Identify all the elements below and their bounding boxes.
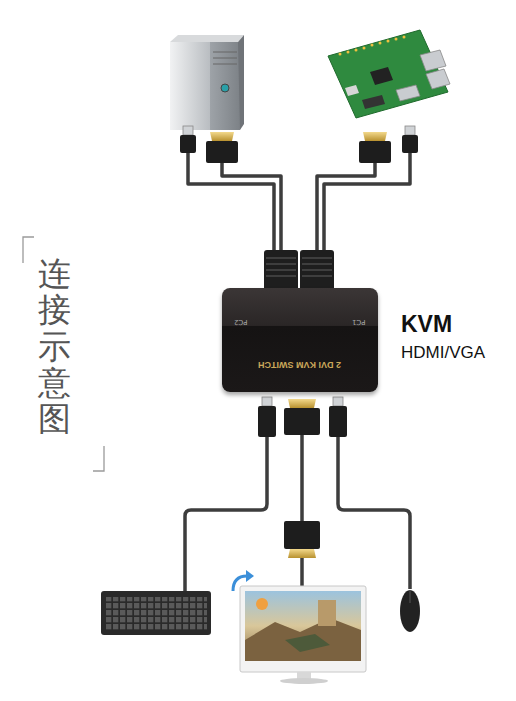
switch-arrow: [233, 576, 247, 591]
usb-plug: [180, 126, 196, 153]
pc-tower: [170, 35, 244, 130]
usb-plug: [258, 397, 276, 437]
vga-plug: [284, 399, 320, 435]
raspberry-pi: [328, 30, 450, 118]
cable: [185, 434, 410, 592]
usb-plug: [402, 126, 418, 153]
vertical-title: 连接示意图: [38, 256, 71, 437]
port-label: PC1: [352, 318, 366, 326]
switch-arrow: [246, 570, 254, 582]
brand-label: 2 DVI KVM SWITCH: [258, 360, 341, 370]
keyboard: [101, 591, 211, 635]
vga-plug: [284, 521, 320, 558]
cable-boot: [264, 250, 334, 292]
kvm-switch-box: PC2 PC1 2 DVI KVM SWITCH: [222, 288, 378, 392]
vga-plug: [359, 132, 391, 163]
vga-plug: [206, 132, 238, 163]
bracket: [23, 237, 34, 263]
monitor: [240, 586, 366, 684]
bracket: [93, 446, 104, 471]
port-label: PC2: [234, 318, 248, 326]
usb-plug: [329, 397, 347, 437]
side-label: KVM: [401, 311, 452, 338]
side-label: HDMI/VGA: [401, 343, 485, 363]
cable: [188, 152, 410, 256]
mouse: [400, 590, 420, 632]
